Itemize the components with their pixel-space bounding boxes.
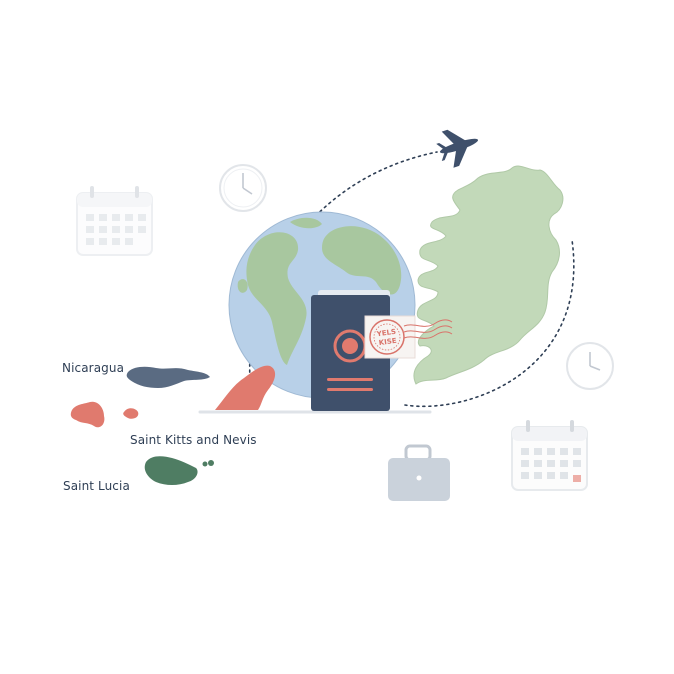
label-saint-kitts-and-nevis: Saint Kitts and Nevis [130,433,257,447]
saint-kitts-map-shape [70,401,105,428]
island-dot [202,461,208,467]
briefcase-icon [388,444,450,501]
stamp-line-2: KISE [378,337,397,347]
hand-icon [215,365,276,410]
stamp-line-1: YELS [375,328,396,339]
visa-stamp-icon: YELS KISE [364,315,453,359]
label-nicaragua: Nicaragua [62,361,125,375]
airplane-icon [436,129,479,168]
nicaragua-map-shape [126,366,210,388]
label-saint-lucia: Saint Lucia [63,479,130,493]
calendar-icon [511,420,588,491]
clock-icon [219,164,267,212]
island-dot [208,460,214,466]
saint-lucia-map-shape [144,456,198,485]
nevis-map-shape [123,408,139,419]
ireland-map-icon [413,165,564,385]
calendar-icon [76,186,153,256]
clock-icon [566,342,614,390]
